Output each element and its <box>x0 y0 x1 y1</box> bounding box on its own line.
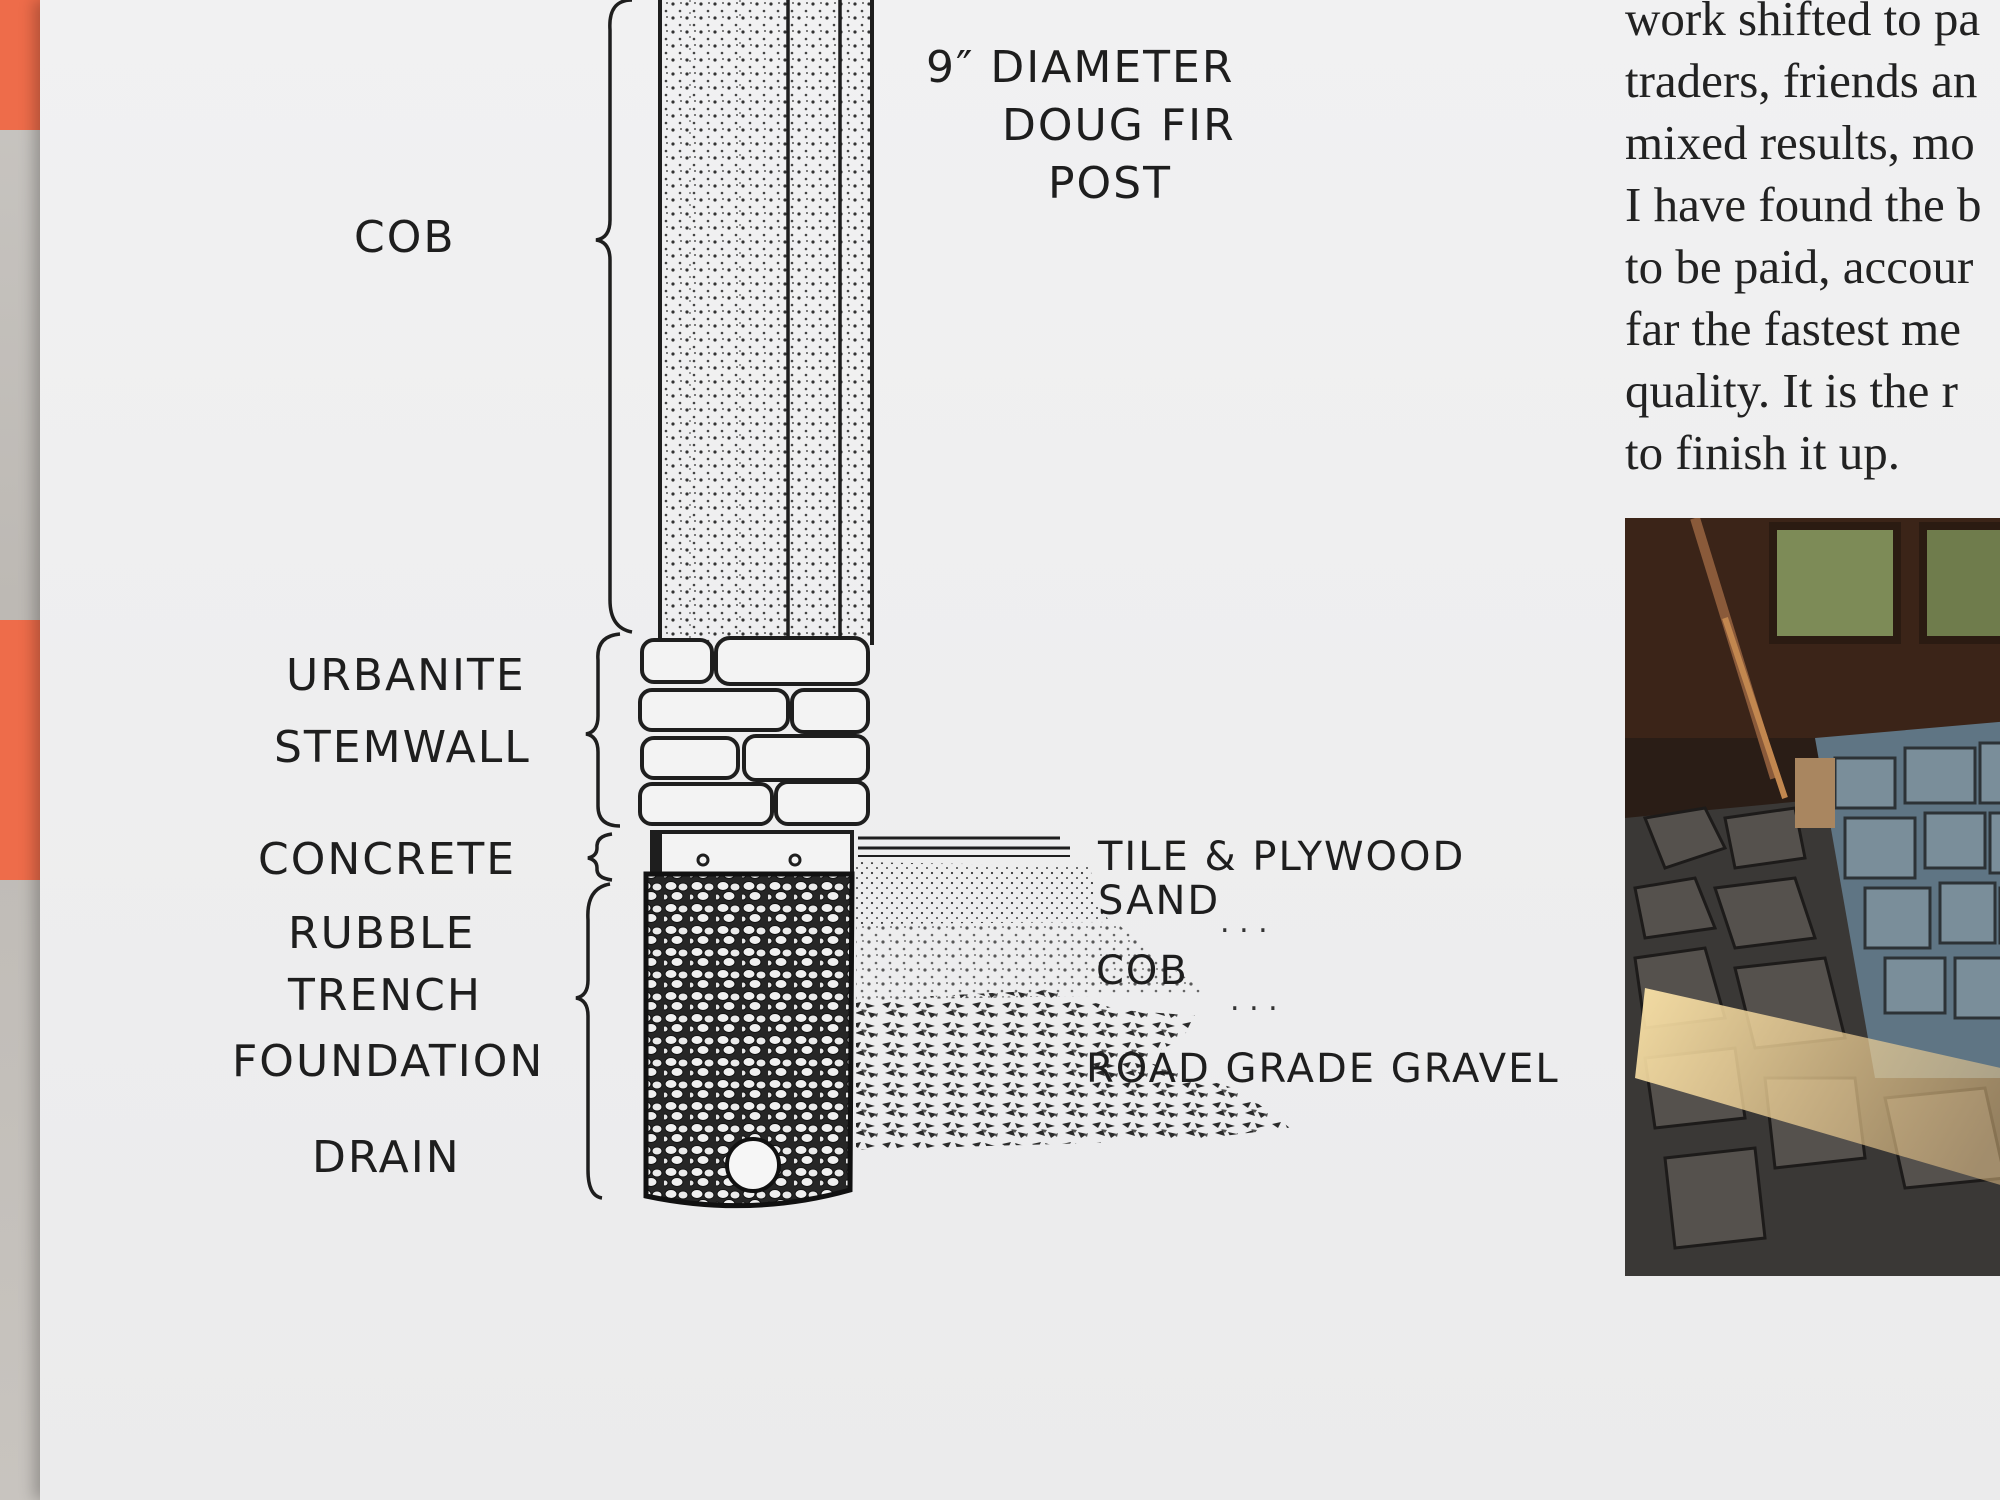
book-page: . . . . . . 9″ DIAMETER DOUG FIR POST CO… <box>40 0 2000 1500</box>
foundation-label: FOUNDATION <box>232 1036 544 1087</box>
drain-label: DRAIN <box>312 1132 461 1183</box>
sand-label: SAND <box>1098 878 1220 924</box>
diagram-labels: 9″ DIAMETER DOUG FIR POST COB URBANITE S… <box>232 42 1560 1183</box>
floor-layers: . . . . . . <box>856 836 1290 1150</box>
floor-photo-image <box>1625 518 2000 1276</box>
dimension-braces <box>575 0 633 1200</box>
post-label-line-2: DOUG FIR <box>1002 100 1236 151</box>
urbanite-stemwall <box>638 636 870 826</box>
svg-text:. . .: . . . <box>1220 905 1268 940</box>
trench-label: TRENCH <box>287 970 482 1021</box>
floor-cob-label: COB <box>1096 948 1189 994</box>
book-text-column: work shifted to pa traders, friends an m… <box>1625 0 2000 484</box>
drain-pipe-icon <box>725 1137 781 1193</box>
text-line: far the fastest me <box>1625 301 1962 356</box>
text-line: mixed results, mo <box>1625 115 1975 170</box>
cob-label: COB <box>354 212 456 263</box>
concrete-label: CONCRETE <box>258 834 516 885</box>
wall-section-diagram: . . . . . . 9″ DIAMETER DOUG FIR POST CO… <box>232 0 1560 1209</box>
rubble-trench-foundation <box>643 871 855 1209</box>
text-line: work shifted to pa <box>1625 0 1981 46</box>
text-line: to finish it up. <box>1625 425 1900 480</box>
tile-plywood-label: TILE & PLYWOOD <box>1097 834 1465 880</box>
cob-wall <box>658 0 874 645</box>
gravel-label: ROAD GRADE GRAVEL <box>1086 1046 1560 1092</box>
floor-photo <box>1625 518 2000 1276</box>
concrete-band <box>650 830 854 876</box>
post-label-line-3: POST <box>1048 158 1172 209</box>
text-line: quality. It is the r <box>1625 363 1958 418</box>
text-line: traders, friends an <box>1625 53 1978 108</box>
text-line: I have found the b <box>1625 177 1982 232</box>
svg-text:. . .: . . . <box>1230 983 1278 1018</box>
urbanite-label: URBANITE <box>286 650 526 701</box>
text-line: to be paid, accour <box>1625 239 1974 294</box>
stemwall-label: STEMWALL <box>274 722 531 773</box>
rubble-label: RUBBLE <box>288 908 475 959</box>
post-label-line-1: 9″ DIAMETER <box>926 42 1234 93</box>
